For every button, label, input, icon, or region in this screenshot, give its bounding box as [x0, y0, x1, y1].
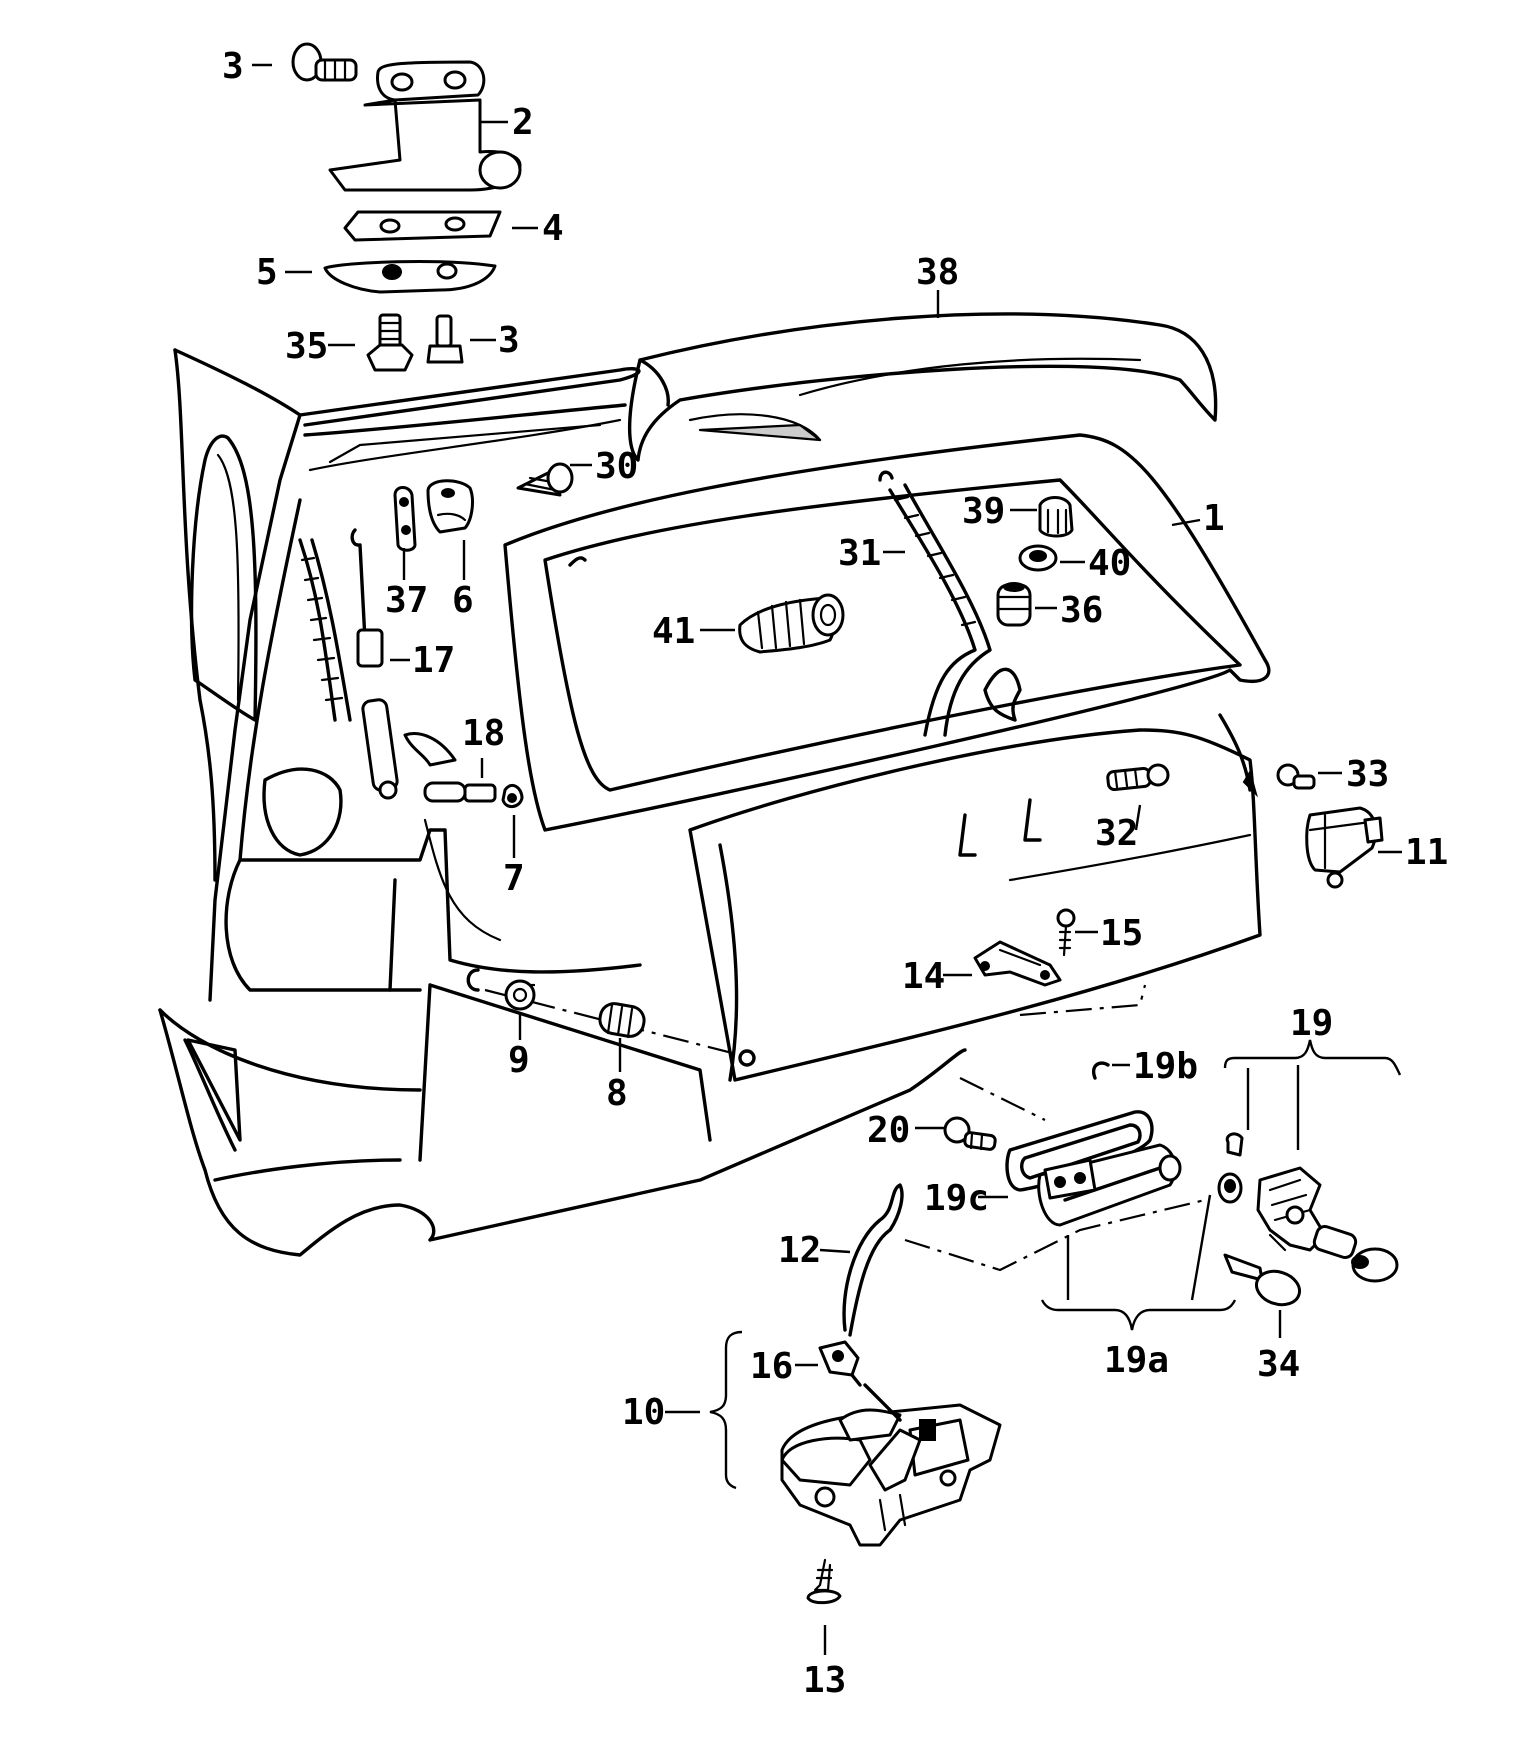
- cable-12: [842, 1183, 904, 1337]
- screw-33: [1276, 763, 1316, 790]
- label-12: 12: [778, 1230, 821, 1271]
- label-1: 1: [1203, 498, 1225, 539]
- callout-labels: 1 2 3 3 4 5 6 7 8 9 10 11 12 13 14 15 16…: [222, 46, 1448, 1701]
- label-3-bottom: 3: [498, 320, 520, 361]
- brace-19a: [1040, 1299, 1237, 1331]
- label-39: 39: [962, 491, 1005, 532]
- label-20: 20: [867, 1110, 910, 1151]
- bracket-14: [973, 940, 1062, 987]
- label-4: 4: [542, 208, 564, 249]
- vehicle-body: [158, 348, 967, 1257]
- label-38: 38: [916, 252, 959, 293]
- bolt-3-bottom: [426, 314, 464, 364]
- plate-5: [323, 260, 497, 294]
- label-13: 13: [803, 1660, 846, 1701]
- label-9: 9: [508, 1040, 530, 1081]
- buffer-30: [516, 462, 574, 497]
- buffer-8: [598, 1002, 756, 1067]
- grommet-36: [996, 582, 1032, 627]
- clip-16: [818, 1340, 862, 1387]
- grommet-41: [738, 593, 845, 654]
- label-31: 31: [838, 533, 881, 574]
- lock-cylinder: [1217, 1132, 1399, 1283]
- bolt-35: [366, 313, 414, 372]
- lock-10: [780, 1383, 1002, 1547]
- seal-40: [1018, 544, 1058, 572]
- hinge-2: [328, 60, 522, 192]
- gas-strut-lower: [361, 698, 457, 800]
- label-37: 37: [385, 580, 428, 621]
- key-34: [1223, 1253, 1301, 1307]
- label-30: 30: [595, 446, 638, 487]
- label-41: 41: [652, 611, 695, 652]
- label-19a: 19a: [1104, 1340, 1169, 1381]
- gasket-4: [343, 210, 502, 242]
- label-14: 14: [902, 956, 945, 997]
- label-5: 5: [256, 252, 278, 293]
- label-17: 17: [412, 640, 455, 681]
- label-11: 11: [1405, 832, 1448, 873]
- lamp-32: [1106, 763, 1170, 792]
- bolt-3-top: [291, 42, 358, 82]
- bracket-37: [393, 486, 417, 552]
- label-33: 33: [1346, 754, 1389, 795]
- screw-13: [806, 1558, 842, 1605]
- label-36: 36: [1060, 590, 1103, 631]
- label-35: 35: [285, 326, 328, 367]
- label-32: 32: [1095, 813, 1138, 854]
- motor-11: [1305, 806, 1384, 889]
- tailgate: [503, 433, 1271, 1082]
- rear-spoiler: [627, 312, 1218, 462]
- washer-7: [501, 784, 524, 808]
- label-16: 16: [750, 1346, 793, 1387]
- label-19c: 19c: [924, 1178, 989, 1219]
- brace-19: [1223, 1039, 1402, 1076]
- label-7: 7: [503, 858, 525, 899]
- wiper-31: [878, 470, 1022, 737]
- striker-6: [426, 479, 474, 534]
- bolt-20: [943, 1116, 997, 1151]
- clip-19b: [1092, 1061, 1110, 1080]
- alignment-lines: [904, 984, 1206, 1272]
- label-18: 18: [462, 713, 505, 754]
- bumper-18: [423, 781, 497, 803]
- label-3-top: 3: [222, 46, 244, 87]
- label-6: 6: [452, 580, 474, 621]
- label-40: 40: [1088, 543, 1131, 584]
- label-19b: 19b: [1133, 1046, 1198, 1087]
- label-8: 8: [606, 1073, 628, 1114]
- screw-15: [1056, 908, 1076, 957]
- gas-strut-17: [350, 528, 384, 668]
- seal-strip: [298, 538, 352, 722]
- leader-lines: [252, 63, 1402, 1655]
- label-10: 10: [622, 1392, 665, 1433]
- label-2: 2: [512, 102, 534, 143]
- label-34: 34: [1257, 1344, 1300, 1385]
- label-19: 19: [1290, 1003, 1333, 1044]
- cap-39: [1038, 496, 1074, 538]
- handle-19: [1005, 1110, 1182, 1227]
- label-15: 15: [1100, 913, 1143, 954]
- washer-9: [466, 968, 536, 1011]
- brace-10: [709, 1330, 743, 1490]
